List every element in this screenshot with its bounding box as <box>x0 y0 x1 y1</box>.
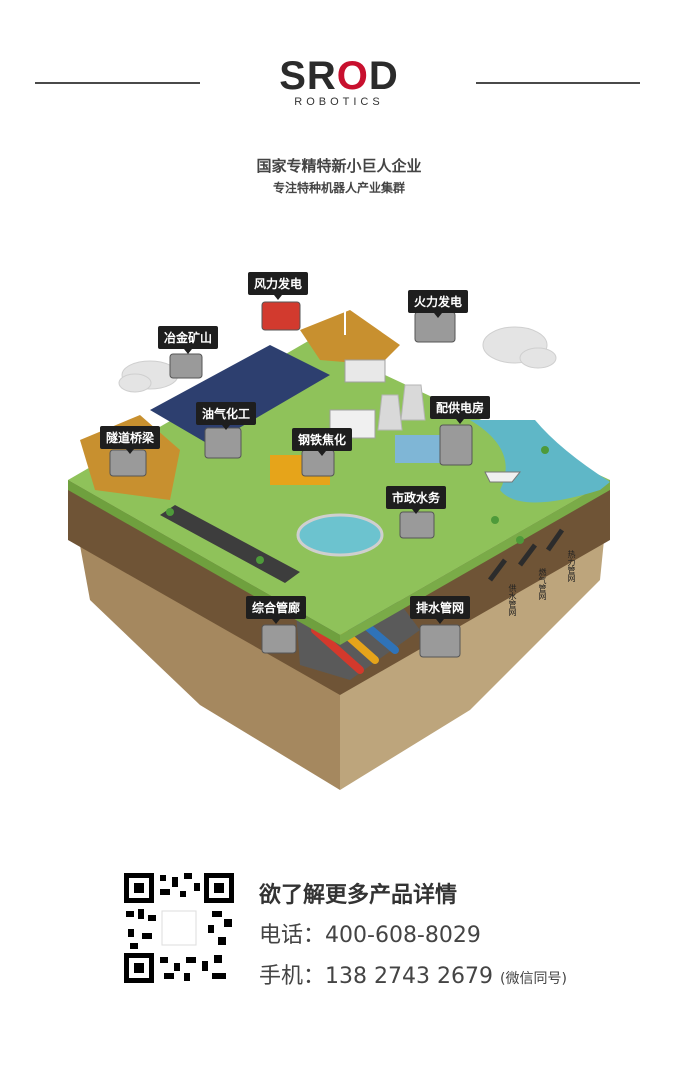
label-power-distribution: 配供电房 <box>430 396 491 424</box>
factory-building <box>344 359 386 383</box>
contact-headline: 欲了解更多产品详情 <box>259 883 458 908</box>
label-oil-gas-chemical: 油气化工 <box>196 402 257 430</box>
pipe-label-gas: 燃气管网 <box>538 568 547 600</box>
wind-farm-hill <box>300 310 400 365</box>
label-utility-tunnel: 综合管廊 <box>246 596 307 624</box>
header-divider-right <box>476 82 640 84</box>
utility-pipes <box>488 528 565 582</box>
tagline-primary: 国家专精特新小巨人企业 <box>256 157 422 175</box>
cooling-tower-icon <box>377 384 426 431</box>
industrial-scene-illustration: 风力发电 火力发电 冶金矿山 油气化工 隧道桥梁 钢铁焦化 配供电房 市政水务 … <box>0 250 678 810</box>
ship-icon <box>484 471 522 483</box>
label-municipal-water: 市政水务 <box>386 486 447 514</box>
isometric-city-illustration <box>68 274 610 790</box>
wechat-qr-code <box>124 873 234 983</box>
ground-edge-right <box>340 480 610 645</box>
mobile-label: 手机： <box>259 964 326 989</box>
phone-number: 400-608-8029 <box>325 923 481 948</box>
logo-subtitle: ROBOTICS <box>294 96 384 108</box>
label-wind-power: 风力发电 <box>248 272 309 300</box>
brand-logo: SROD ROBOTICS <box>0 54 678 108</box>
mobile-number: 138 2743 2679 <box>325 964 493 989</box>
contact-mobile-row: 手机：138 2743 2679 (微信同号) <box>259 958 567 990</box>
label-metallurgy-mining: 冶金矿山 <box>158 326 219 354</box>
mobile-wechat-note: (微信同号) <box>499 971 567 987</box>
pipe-label-heat: 热力管网 <box>567 550 576 582</box>
highway-road <box>160 505 300 583</box>
pipe-label-water: 供水管网 <box>508 584 517 616</box>
robot-icon <box>109 301 473 658</box>
label-steel-coking: 钢铁焦化 <box>292 428 353 456</box>
cloud-icon <box>118 326 557 393</box>
wind-turbine-icon <box>329 274 363 335</box>
substation-building <box>395 435 440 463</box>
label-thermal-power: 火力发电 <box>408 290 469 318</box>
water-treatment-pool <box>296 513 384 557</box>
logo-wordmark: SROD <box>279 54 399 98</box>
label-tunnel-bridge: 隧道桥梁 <box>100 426 161 454</box>
logo-flower-o: O <box>336 54 369 98</box>
solar-panel-field <box>150 345 330 445</box>
phone-label: 电话： <box>259 923 326 948</box>
header-divider-left <box>35 82 200 84</box>
label-drainage-network: 排水管网 <box>410 596 471 624</box>
tagline-secondary: 专注特种机器人产业集群 <box>272 181 405 195</box>
contact-phone-row: 电话：400-608-8029 <box>259 917 481 949</box>
